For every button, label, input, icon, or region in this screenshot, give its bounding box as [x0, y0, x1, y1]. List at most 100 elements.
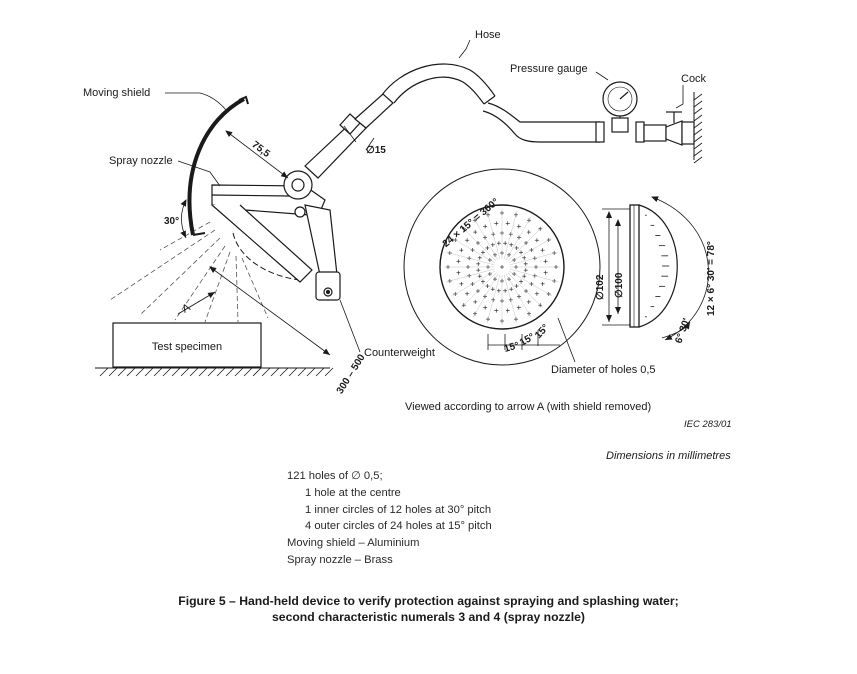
ground-hatch-line [126, 367, 136, 377]
ground-hatch-line [180, 367, 190, 377]
hole-pitch-ray [509, 268, 559, 283]
nozzle-side-view [629, 204, 678, 328]
hole-pitch-ray [507, 225, 544, 262]
hole-pitch-ray [445, 268, 495, 283]
diameter-dimensions [602, 208, 630, 326]
leader-lines [165, 39, 684, 353]
ground-hatch-line [99, 367, 109, 377]
pipe [304, 93, 394, 179]
dim-pitch-15-a: 15° [503, 340, 520, 355]
ground-hatch-line [198, 367, 208, 377]
note-line: Spray nozzle – Brass [287, 553, 393, 566]
ground-hatch-line [135, 367, 145, 377]
hole-pitch-ray [507, 272, 544, 309]
note-line: 1 inner circles of 12 holes at 30° pitch [305, 503, 492, 516]
label-viewed: Viewed according to arrow A (with shield… [405, 401, 651, 413]
iec-reference: IEC 283/01 [684, 419, 732, 430]
hole-pitch-ray [460, 225, 497, 262]
ground-hatch-line [270, 367, 280, 377]
ground-hatch-line [225, 367, 235, 377]
dim-right-arc: 12 × 6° 30' = 78° [706, 241, 717, 316]
label-diameter-holes: Diameter of holes 0,5 [551, 364, 656, 376]
hole-pitch-ray [451, 270, 496, 297]
pitch-dimensions [487, 317, 576, 363]
hole-pitch-ray [508, 270, 553, 297]
ground [95, 367, 334, 377]
ground-hatch-line [252, 367, 262, 377]
wall-hatch-line [693, 121, 703, 129]
wall-hatch-line [693, 156, 703, 164]
wall-hatch-line [693, 114, 703, 122]
dim-d102: ∅102 [595, 274, 606, 300]
figure-title-line-2: second characteristic numerals 3 and 4 (… [272, 610, 585, 624]
hole-pitch-ray [472, 216, 499, 261]
arrow-a [177, 291, 216, 315]
note-line: Moving shield – Aluminium [287, 537, 420, 550]
hole-pitch-ray [486, 210, 501, 260]
hole-pitch-ray [460, 272, 497, 309]
ground-hatch-line [324, 367, 334, 377]
radius-dimension [225, 125, 375, 179]
hole-pitch-ray [503, 210, 518, 260]
label-pressure-gauge: Pressure gauge [510, 63, 588, 75]
right-arc-dimension [651, 196, 709, 341]
ground-hatch-line [153, 367, 163, 377]
label-counterweight: Counterweight [364, 347, 435, 359]
label-hose: Hose [475, 29, 501, 41]
wall-hatch-line [693, 149, 703, 157]
pressure-gauge [595, 81, 645, 143]
label-moving-shield: Moving shield [83, 87, 150, 99]
ground-hatch-line [189, 367, 199, 377]
wall [693, 92, 703, 164]
label-spray-nozzle: Spray nozzle [109, 155, 173, 167]
ground-hatch-line [297, 367, 307, 377]
hole-pitch-ray [505, 273, 532, 318]
ground-hatch-line [243, 367, 253, 377]
hole-pitch-ray [486, 274, 501, 324]
wall-hatch-line [693, 107, 703, 115]
counterweight-arm [304, 204, 341, 301]
dim-pitch-15-c: 15° [533, 322, 551, 341]
ground-hatch-line [306, 367, 316, 377]
dim-pitch: 24 × 15° = 360° [441, 197, 501, 250]
wall-hatch-line [693, 93, 703, 101]
hole-pitch-ray [505, 216, 532, 261]
ground-hatch-line [144, 367, 154, 377]
note-line: 4 outer circles of 24 holes at 15° pitch [305, 520, 492, 533]
notes-block: 121 holes of ∅ 0,5; 1 hole at the centre… [287, 468, 492, 569]
ground-hatch-line [234, 367, 244, 377]
spray-nozzle-body [211, 170, 326, 283]
ground-hatch-line [117, 367, 127, 377]
wall-hatch-line [693, 142, 703, 150]
wall-hatch-line [693, 100, 703, 108]
ground-hatch-line [288, 367, 298, 377]
hole-pitch-ray [451, 237, 496, 264]
cock-valve [643, 111, 695, 146]
wall-hatch-line [693, 128, 703, 136]
label-cock: Cock [681, 73, 707, 85]
units-note: Dimensions in millimetres [606, 450, 731, 462]
ground-hatch-line [162, 367, 172, 377]
dim-right-small: 6° 30' [673, 317, 692, 345]
note-line: 121 holes of ∅ 0,5; [287, 470, 383, 482]
ground-hatch-line [171, 367, 181, 377]
label-test-specimen: Test specimen [152, 341, 222, 353]
hose [381, 63, 601, 143]
dim-30deg: 30° [164, 216, 179, 227]
label-arrow-a: A [180, 301, 193, 315]
figure-title-line-1: Figure 5 – Hand-held device to verify pr… [178, 594, 679, 608]
dim-d15: ∅15 [366, 145, 386, 156]
hole-pitch-ray [472, 273, 499, 318]
distance-dimension [209, 266, 331, 356]
note-line: 1 hole at the centre [305, 486, 401, 499]
ground-hatch-line [207, 367, 217, 377]
ground-hatch-line [216, 367, 226, 377]
ground-hatch-line [108, 367, 118, 377]
hole-pitch-ray [508, 237, 553, 264]
ground-hatch-line [261, 367, 271, 377]
wall-hatch-line [693, 135, 703, 143]
nozzle-face-view [403, 168, 601, 366]
angle-dimension [180, 199, 187, 239]
